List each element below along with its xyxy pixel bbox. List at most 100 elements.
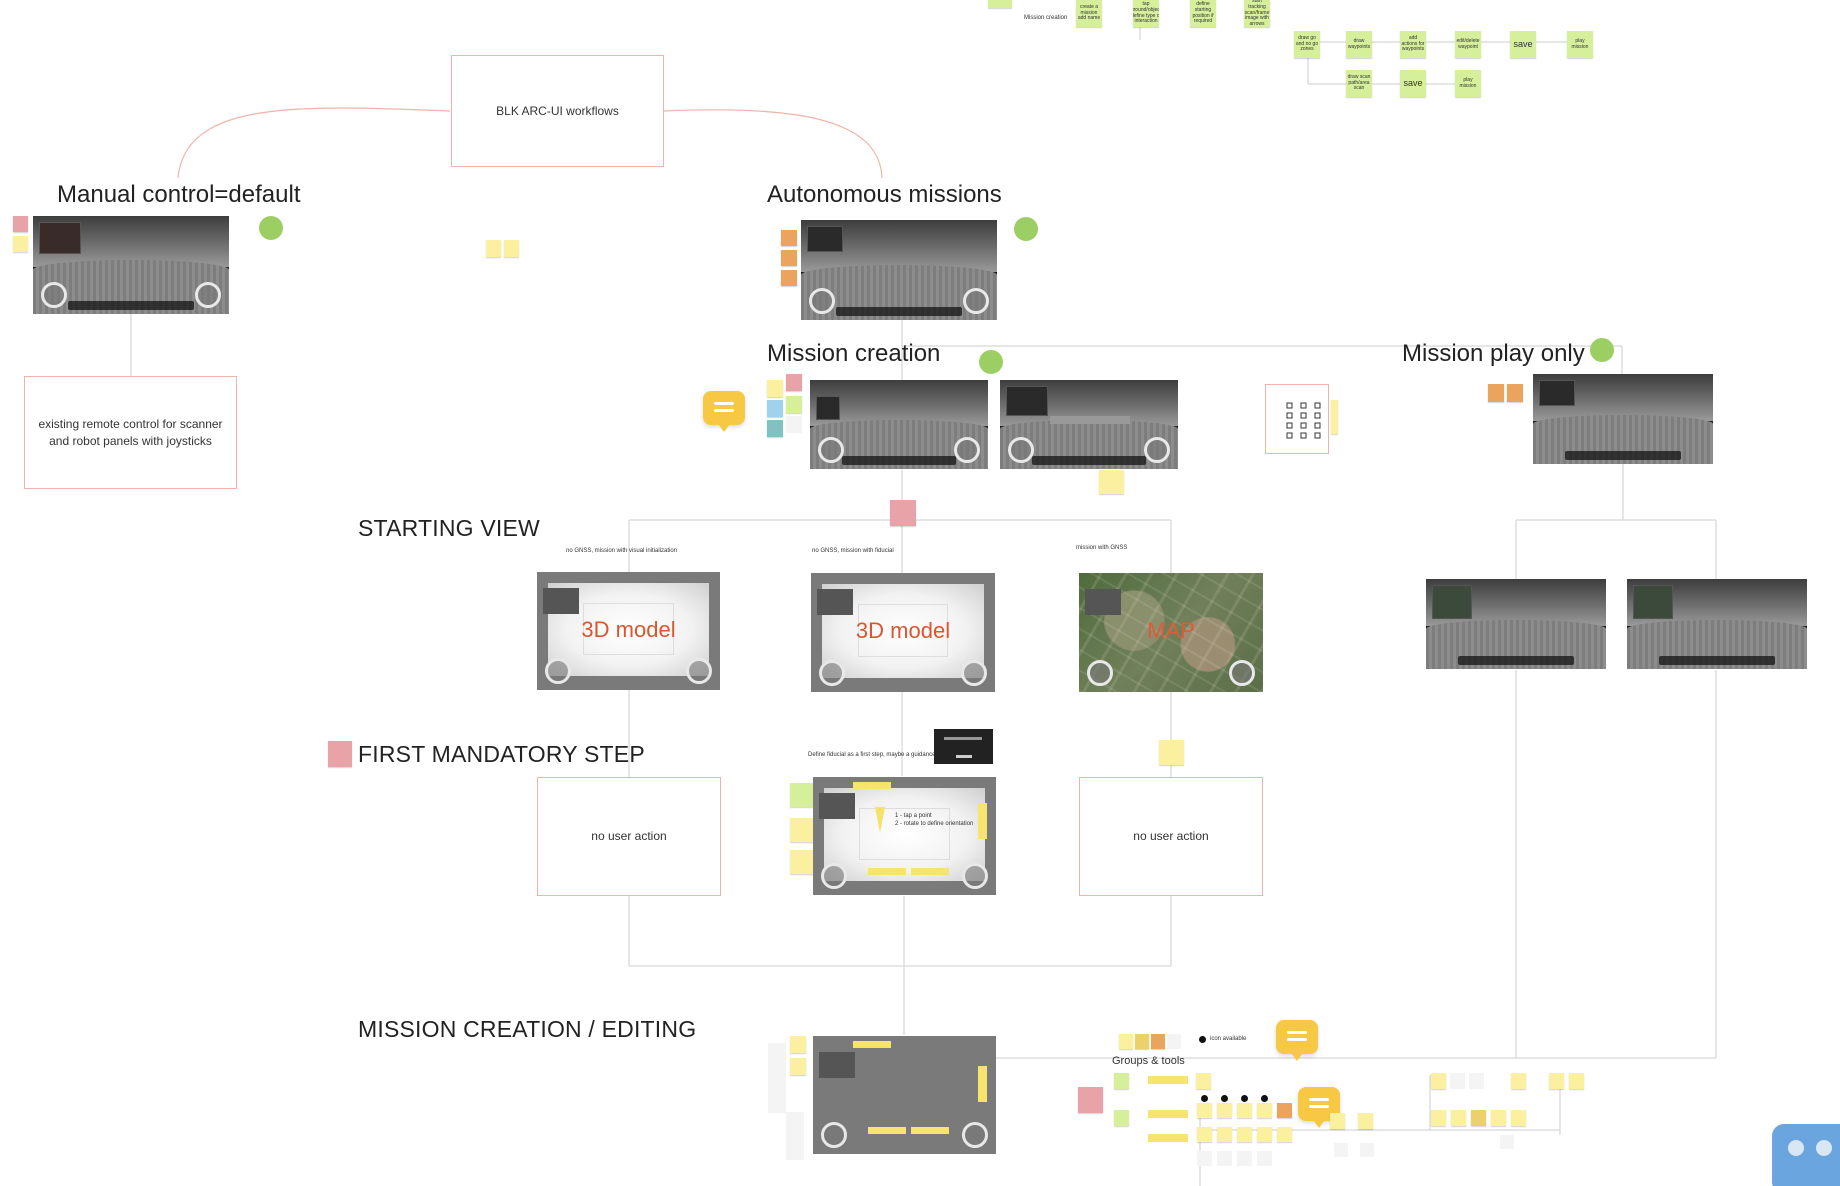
flow-step-sticky[interactable]: draw go and no go zones <box>1294 31 1320 58</box>
mission-play-screenshot[interactable] <box>1533 374 1713 464</box>
joystick-icon <box>1087 660 1113 686</box>
save-sticky[interactable]: save <box>1400 70 1426 97</box>
mission-play-view-1[interactable] <box>1426 579 1606 669</box>
sticky-note[interactable] <box>486 240 501 257</box>
starting-view-map[interactable]: MAP <box>1079 573 1263 692</box>
save-sticky[interactable]: save <box>1510 31 1536 58</box>
sticky-note[interactable] <box>786 374 802 391</box>
sticky-note[interactable] <box>1511 1073 1526 1089</box>
tool-sticky[interactable] <box>1277 1127 1292 1142</box>
flow-step-sticky[interactable]: start tracking scan/frame image with arr… <box>1244 0 1270 27</box>
sticky-note[interactable] <box>790 1036 806 1053</box>
blank-card <box>786 416 802 433</box>
fiducial-definition-screen[interactable]: 1 - tap a point 2 - rotate to define ori… <box>813 777 996 895</box>
sticky-note[interactable] <box>1451 1110 1466 1126</box>
manual-control-screenshot[interactable] <box>33 216 229 314</box>
flow-step-sticky[interactable]: add actions for waypoints <box>1400 31 1426 58</box>
sticky-note[interactable] <box>988 0 1012 8</box>
flow-step-sticky[interactable]: define starting position if required <box>1190 0 1216 27</box>
heading-mission-creation-editing: MISSION CREATION / EDITING <box>358 1016 697 1042</box>
check-circle-icon <box>1261 1095 1268 1102</box>
flow-step-sticky[interactable]: draw waypoints <box>1346 31 1372 58</box>
sticky-note[interactable] <box>786 396 802 413</box>
title-frame[interactable]: BLK ARC-UI workflows <box>451 55 664 167</box>
sticky-note[interactable] <box>1151 1034 1165 1049</box>
sticky-note[interactable] <box>1196 1073 1211 1089</box>
sticky-note[interactable] <box>781 230 797 246</box>
sticky-note[interactable] <box>1471 1110 1486 1126</box>
sticky-note[interactable] <box>504 240 519 257</box>
starting-view-3d-model-a[interactable]: 3D model <box>537 572 720 690</box>
tool-bar[interactable] <box>1148 1076 1188 1084</box>
collaborator-widget[interactable] <box>1772 1124 1840 1186</box>
tool-sticky[interactable] <box>1277 1103 1292 1118</box>
sticky-note[interactable] <box>1358 1113 1373 1129</box>
tool-sticky[interactable] <box>1197 1127 1212 1142</box>
autonomous-missions-screenshot[interactable] <box>801 220 997 320</box>
sticky-note[interactable] <box>1511 1110 1526 1126</box>
tool-bar[interactable] <box>1148 1110 1188 1118</box>
sticky-note[interactable] <box>790 850 813 874</box>
sticky-note[interactable] <box>781 250 797 266</box>
sticky-note[interactable] <box>1078 1087 1103 1113</box>
sticky-note[interactable] <box>1507 384 1523 402</box>
flow-step-sticky[interactable]: edit/delete waypoint <box>1455 31 1481 58</box>
flow-step-sticky[interactable]: draw scan path/area scan <box>1346 70 1372 97</box>
sticky-note[interactable] <box>890 500 916 526</box>
no-user-action-frame-left[interactable]: no user action <box>537 777 721 896</box>
sticky-note[interactable] <box>1159 740 1184 765</box>
tool-sticky[interactable] <box>1237 1103 1252 1118</box>
flow-step-sticky[interactable]: create a mission add name <box>1076 0 1102 27</box>
sticky-note[interactable] <box>1569 1073 1584 1089</box>
tool-bar[interactable] <box>1148 1134 1188 1142</box>
sticky-note[interactable] <box>1488 384 1504 402</box>
groups-tools-label: Groups & tools <box>1112 1055 1185 1067</box>
no-user-action-frame-right[interactable]: no user action <box>1079 777 1263 896</box>
sticky-note[interactable] <box>13 216 28 232</box>
sticky-note[interactable] <box>1491 1110 1506 1126</box>
mission-editing-screen[interactable] <box>813 1036 996 1154</box>
blank-card <box>786 1112 804 1160</box>
tool-sticky[interactable] <box>1217 1103 1232 1118</box>
sticky-note[interactable] <box>1549 1073 1564 1089</box>
fiducial-popup-thumbnail[interactable] <box>934 729 993 764</box>
sticky-note[interactable] <box>1331 400 1338 434</box>
tool-sticky[interactable] <box>1197 1103 1212 1118</box>
sticky-note[interactable] <box>1330 1113 1345 1129</box>
tool-sticky[interactable] <box>1237 1127 1252 1142</box>
sticky-note[interactable] <box>767 400 783 417</box>
mission-creation-screenshot-2[interactable] <box>1000 380 1178 469</box>
flow-step-sticky[interactable]: tap ground/object define type of interac… <box>1133 0 1159 27</box>
sticky-note[interactable] <box>1119 1034 1133 1049</box>
sticky-note[interactable] <box>1135 1034 1149 1049</box>
mission-play-view-2[interactable] <box>1627 579 1807 669</box>
chat-bubble-icon[interactable] <box>703 391 745 432</box>
sticky-note[interactable] <box>1114 1110 1129 1126</box>
joystick-icon <box>818 437 844 463</box>
mission-creation-screenshot-1[interactable] <box>810 380 988 469</box>
chat-bubble-icon[interactable] <box>1276 1020 1318 1061</box>
tool-sticky[interactable] <box>1217 1127 1232 1142</box>
play-mission-sticky[interactable]: play mission <box>1567 31 1593 58</box>
sticky-note[interactable] <box>790 1058 806 1075</box>
sticky-note[interactable] <box>790 783 813 807</box>
sticky-note[interactable] <box>1114 1073 1129 1089</box>
tool-sticky[interactable] <box>1257 1127 1272 1142</box>
tool-sticky[interactable] <box>1257 1103 1272 1118</box>
sticky-note[interactable] <box>328 741 352 767</box>
sticky-note[interactable] <box>767 420 783 437</box>
play-mission-sticky[interactable]: play mission <box>1455 70 1481 97</box>
remote-control-note-frame[interactable]: existing remote control for scanner and … <box>24 376 237 489</box>
tool-grid[interactable] <box>1197 1095 1295 1177</box>
sticky-note[interactable] <box>767 380 783 397</box>
wireframe-thumbnail[interactable] <box>1265 384 1329 454</box>
heading-starting-view: STARTING VIEW <box>358 515 540 541</box>
sticky-note[interactable] <box>790 818 813 842</box>
starting-view-3d-model-b[interactable]: 3D model <box>811 573 995 692</box>
sticky-note[interactable] <box>13 236 28 252</box>
sticky-note[interactable] <box>781 270 797 286</box>
sticky-note[interactable] <box>1431 1110 1446 1126</box>
sticky-note[interactable] <box>1431 1073 1446 1089</box>
sticky-note[interactable] <box>1099 470 1124 494</box>
